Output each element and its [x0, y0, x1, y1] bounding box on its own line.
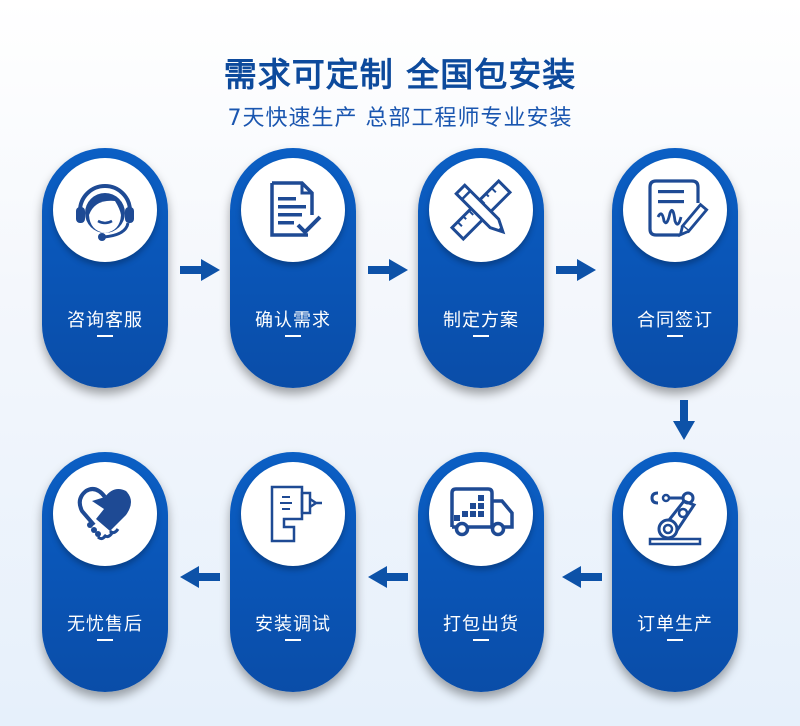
- robot-arm-icon: [648, 491, 702, 546]
- icon-circle: [429, 462, 533, 566]
- icon-circle: [623, 158, 727, 262]
- arrow-left-icon: [180, 566, 220, 588]
- page-title: 需求可定制 全国包安装: [223, 55, 577, 94]
- step-plan: 制定方案: [418, 148, 544, 388]
- step-confirm: 确认需求: [230, 148, 356, 388]
- ruler-pencil-icon: [449, 178, 513, 242]
- headset-agent-icon: [76, 184, 134, 241]
- drill-icon: [270, 485, 322, 543]
- page-subtitle: 7天快速生产 总部工程师专业安装: [227, 106, 573, 131]
- icon-circle: [623, 462, 727, 566]
- document-check-icon: [270, 181, 322, 237]
- delivery-truck-icon: [450, 487, 514, 537]
- step-label: 咨询客服: [67, 310, 143, 331]
- label-underline: [97, 639, 113, 641]
- step-aftersales: 无忧售后: [42, 452, 168, 692]
- step-production: 订单生产: [612, 452, 738, 692]
- arrow-left-icon: [562, 566, 602, 588]
- arrow-right-icon: [368, 259, 408, 281]
- step-label: 无忧售后: [67, 614, 143, 635]
- arrow-right-icon: [556, 259, 596, 281]
- step-label: 制定方案: [443, 310, 519, 331]
- step-label: 安装调试: [255, 614, 331, 635]
- label-underline: [473, 335, 489, 337]
- icon-circle: [241, 462, 345, 566]
- label-underline: [285, 639, 301, 641]
- label-underline: [667, 335, 683, 337]
- icon-circle: [241, 158, 345, 262]
- handshake-heart-icon: [77, 487, 131, 541]
- label-underline: [285, 335, 301, 337]
- label-underline: [473, 639, 489, 641]
- arrow-right-icon: [180, 259, 220, 281]
- icon-circle: [53, 158, 157, 262]
- arrow-down-icon: [673, 400, 695, 440]
- step-label: 订单生产: [637, 614, 713, 635]
- step-label: 确认需求: [255, 310, 331, 331]
- label-underline: [97, 335, 113, 337]
- step-contract: 合同签订: [612, 148, 738, 388]
- contract-sign-icon: [648, 179, 709, 238]
- icon-circle: [53, 462, 157, 566]
- step-install: 安装调试: [230, 452, 356, 692]
- step-label: 合同签订: [637, 310, 713, 331]
- icon-circle: [429, 158, 533, 262]
- step-consult: 咨询客服: [42, 148, 168, 388]
- label-underline: [667, 639, 683, 641]
- step-label: 打包出货: [443, 614, 519, 635]
- arrow-left-icon: [368, 566, 408, 588]
- step-ship: 打包出货: [418, 452, 544, 692]
